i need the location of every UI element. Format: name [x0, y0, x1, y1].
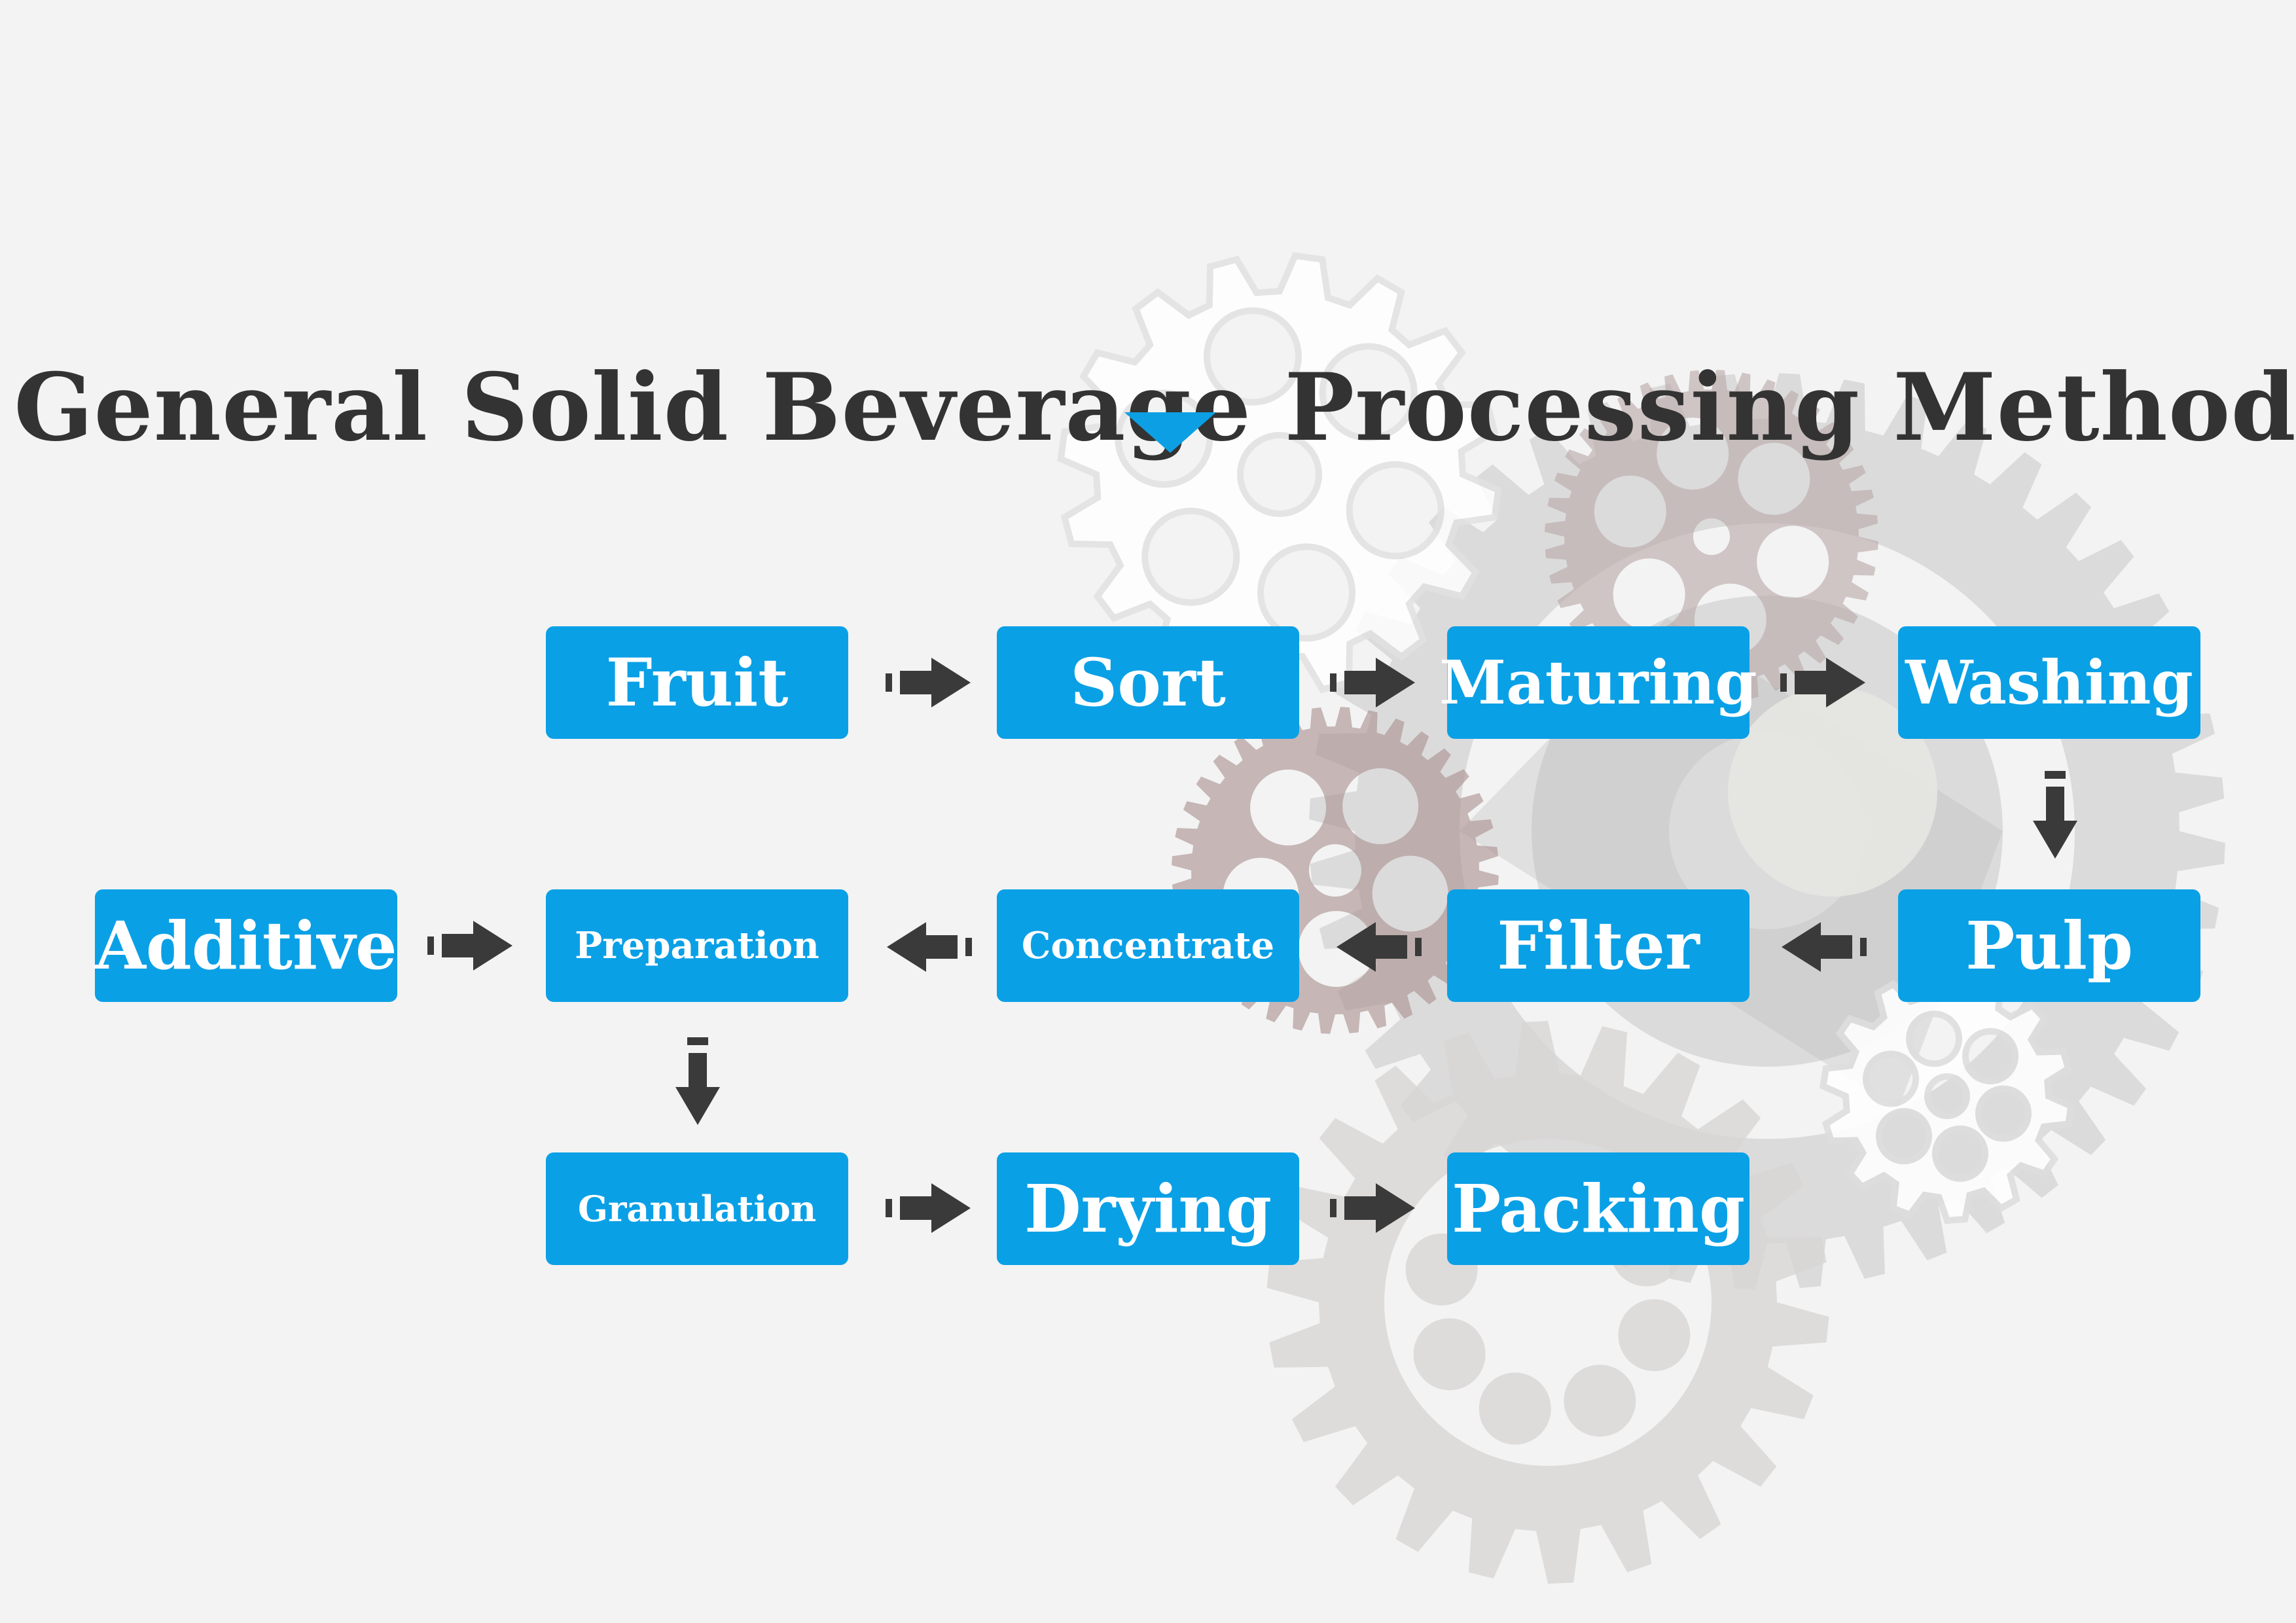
step-maturing: Maturing — [1439, 626, 1757, 739]
red-gear-top-icon — [1545, 370, 1878, 704]
arrow-drying-to-packing-icon — [1330, 1183, 1415, 1233]
arrow-washing-to-pulp-icon — [2033, 771, 2077, 859]
step-pulp: Pulp — [1898, 889, 2200, 1002]
step-preparation: Preparation — [546, 889, 848, 1002]
arrow-filter-to-concentrate-icon — [1336, 922, 1422, 972]
arrow-granulation-to-drying-icon — [886, 1183, 971, 1233]
arrow-sort-to-maturing-icon — [1330, 658, 1415, 707]
arrow-concentrate-to-preparation-icon — [887, 922, 972, 972]
arrow-fruit-to-sort-icon — [886, 658, 971, 707]
step-additive: Additive — [95, 889, 397, 1002]
step-filter: Filter — [1447, 889, 1749, 1002]
step-packing: Packing — [1447, 1152, 1749, 1265]
step-granulation: Granulation — [546, 1152, 848, 1265]
title-pointer-triangle — [1124, 412, 1216, 453]
arrow-additive-to-preparation-icon — [427, 921, 512, 971]
small-white-gear-icon — [1820, 968, 2075, 1224]
step-fruit: Fruit — [546, 626, 848, 739]
step-concentrate: Concentrate — [997, 889, 1299, 1002]
step-sort: Sort — [997, 626, 1299, 739]
step-drying: Drying — [997, 1152, 1299, 1265]
arrow-preparation-to-granulation-icon — [675, 1037, 720, 1125]
arrow-pulp-to-filter-icon — [1782, 922, 1867, 972]
step-washing: Washing — [1898, 626, 2200, 739]
arrow-maturing-to-washing-icon — [1780, 658, 1865, 707]
gear-hub-disc — [1728, 687, 1937, 897]
large-gray-gear-inner-icon — [1460, 618, 2003, 1110]
